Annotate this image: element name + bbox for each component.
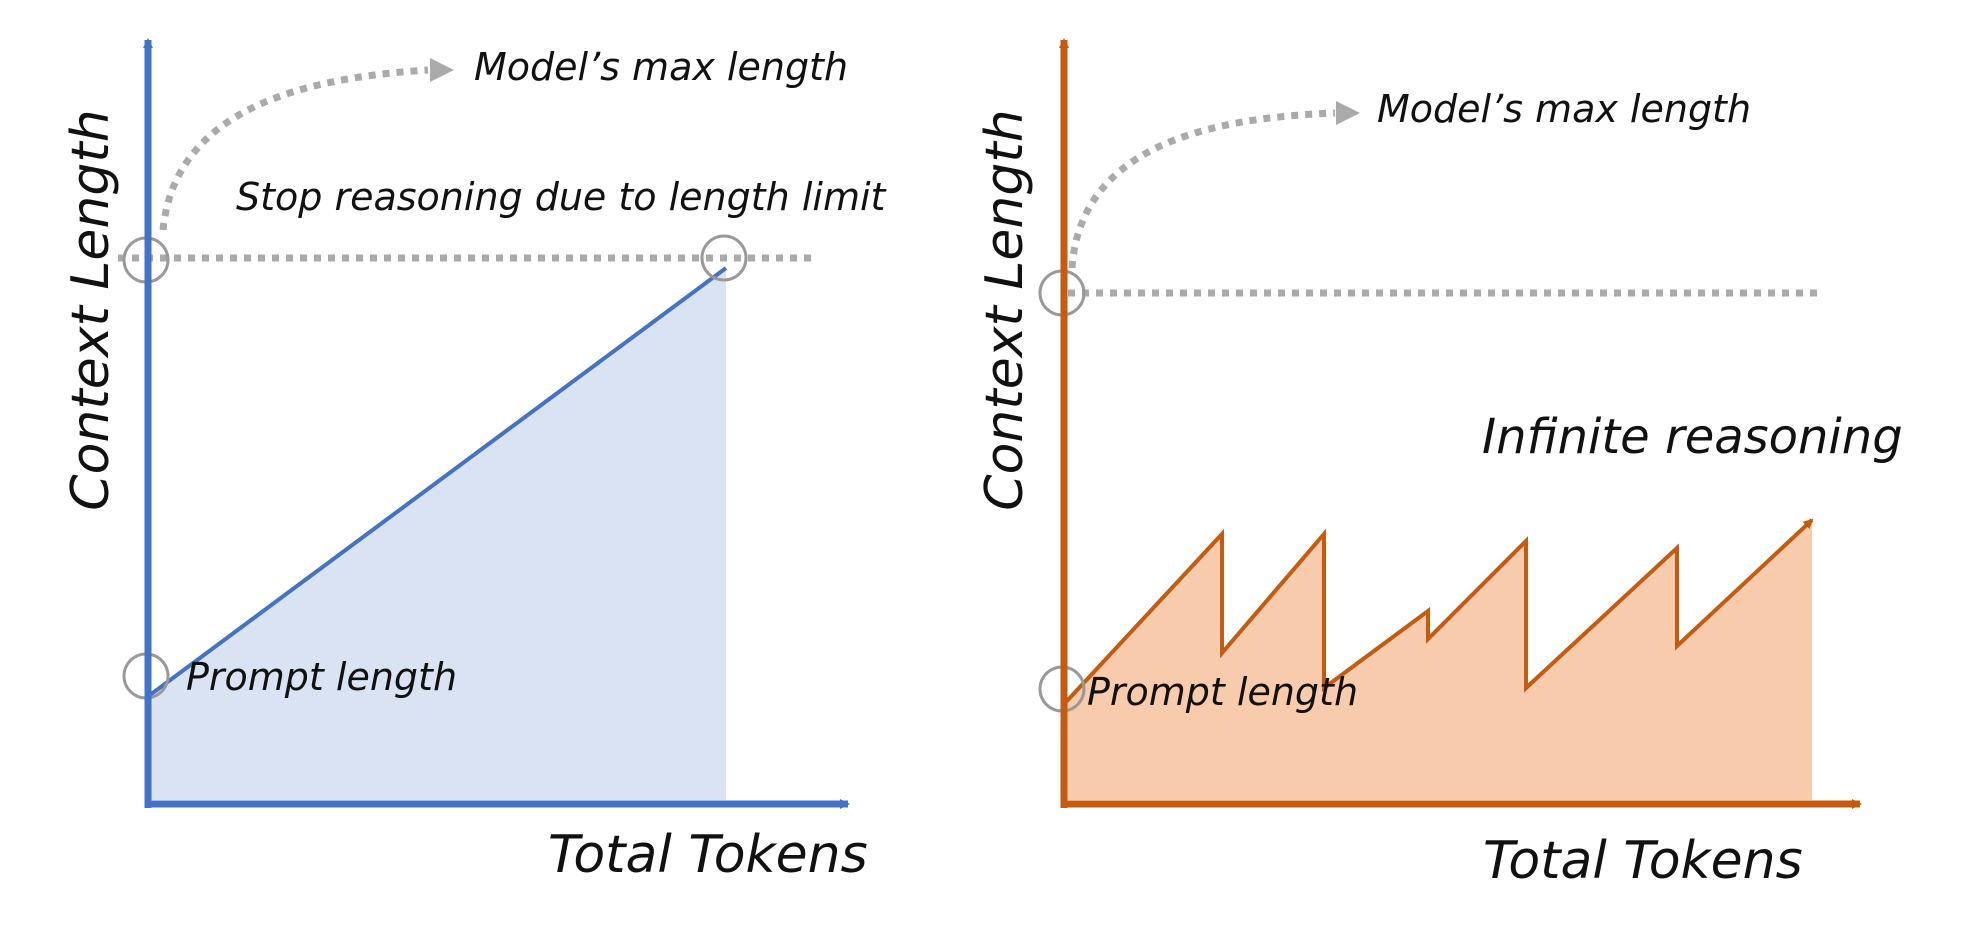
left-max-length-curved-arrow <box>159 66 429 231</box>
right-infinite-reasoning-label: Infinite reasoning <box>1482 409 1903 465</box>
right-y-axis-label: Context Length <box>975 109 1035 510</box>
left-max-length-arrowhead <box>430 58 454 82</box>
right-x-axis-label: Total Tokens <box>1483 831 1803 891</box>
right-context-sawtooth-line <box>1064 518 1814 704</box>
left-max-length-label: Model’s max length <box>474 45 848 89</box>
right-panel: Context Length Total Tokens Model’s max … <box>975 38 1903 891</box>
left-x-axis-label: Total Tokens <box>548 825 868 885</box>
left-prompt-length-label: Prompt length <box>186 655 457 699</box>
right-max-length-curved-arrow <box>1068 109 1336 269</box>
left-context-area <box>150 268 726 800</box>
left-y-axis-label: Context Length <box>61 109 121 510</box>
left-stop-reasoning-label: Stop reasoning due to length limit <box>236 175 888 219</box>
left-context-growth-line <box>148 266 728 697</box>
right-max-length-arrowhead <box>1336 101 1360 125</box>
left-limit-hit-marker <box>700 234 748 282</box>
right-prompt-length-label: Prompt length <box>1087 670 1358 714</box>
left-panel: Context Length Total Tokens Model’s max … <box>61 38 888 885</box>
right-max-length-label: Model’s max length <box>1377 87 1751 131</box>
right-context-area <box>1066 520 1812 800</box>
